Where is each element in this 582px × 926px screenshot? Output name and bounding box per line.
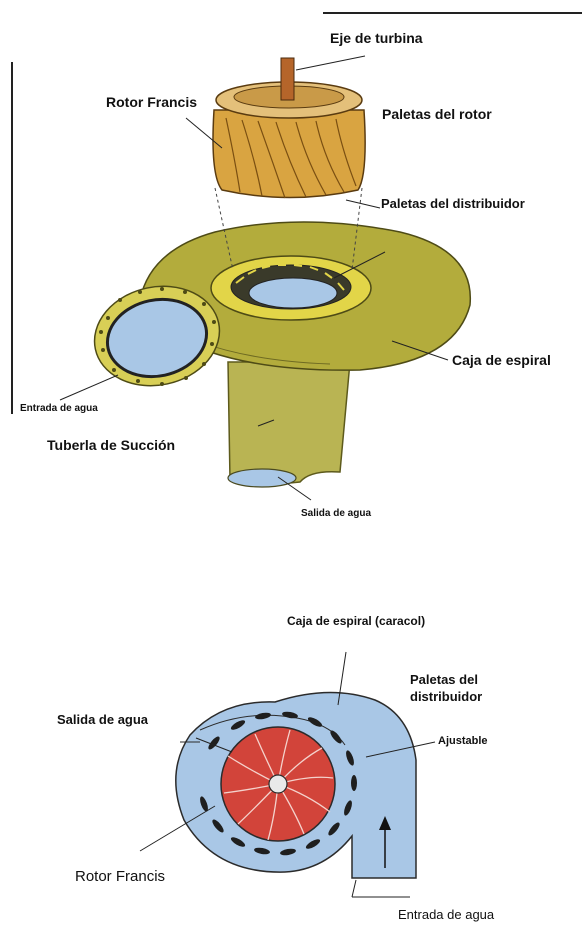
- inlet-opening: [105, 297, 209, 379]
- francis-turbine-3d-illustration: [59, 55, 472, 501]
- distributor-opening: [248, 277, 338, 309]
- label-adjustable: Ajustable: [438, 735, 488, 747]
- label-water-inlet-bottom: Entrada de agua: [398, 907, 495, 922]
- label-rotor-blades: Paletas del rotor: [382, 106, 492, 122]
- label-water-outlet-top: Salida de agua: [301, 508, 372, 519]
- label-water-outlet-bottom: Salida de agua: [57, 712, 149, 727]
- turbine-shaft: [280, 57, 295, 101]
- label-suction-pipe: Tuberla de Succión: [47, 437, 176, 453]
- suction-pipe-outlet: [227, 468, 297, 488]
- rotor-hub: [268, 774, 288, 794]
- rotor-body: [212, 109, 366, 199]
- distributor-blades: [200, 711, 357, 856]
- label-distributor-blades-line1: Paletas del: [410, 672, 478, 687]
- label-distributor-blades-line2: distribuidor: [410, 689, 483, 704]
- label-rotor-francis-top: Rotor Francis: [106, 94, 198, 110]
- label-turbine-shaft: Eje de turbina: [330, 30, 423, 46]
- label-distributor-blades-top: Paletas del distribuidor: [381, 196, 525, 211]
- label-spiral-casing-bottom: Caja de espiral (caracol): [287, 614, 426, 628]
- label-water-inlet-top: Entrada de agua: [20, 403, 98, 414]
- label-spiral-casing-top: Caja de espiral: [452, 352, 551, 368]
- side-rule: [11, 62, 13, 414]
- label-rotor-francis-bottom: Rotor Francis: [75, 868, 166, 885]
- top-rule: [323, 12, 582, 14]
